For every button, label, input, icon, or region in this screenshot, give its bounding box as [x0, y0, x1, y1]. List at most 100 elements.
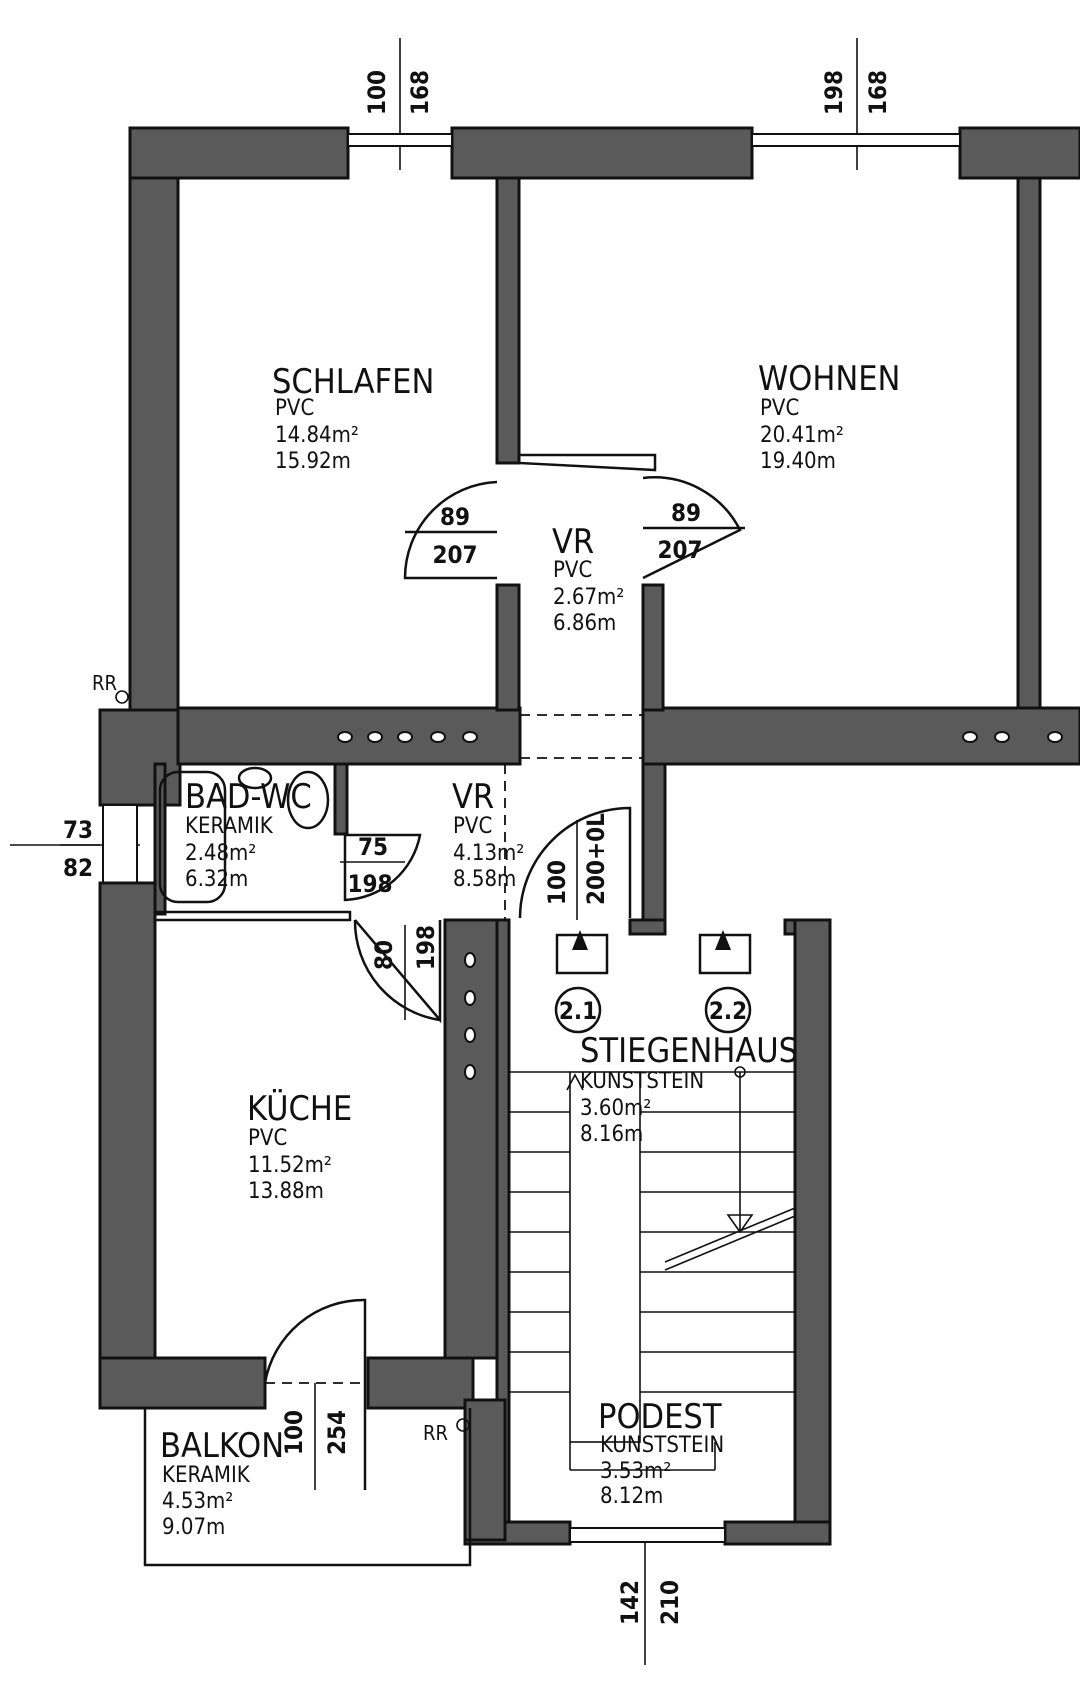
triangle-icon — [572, 930, 588, 950]
room-perimeter: 9.07m — [162, 1515, 225, 1540]
room-name: BALKON — [160, 1426, 284, 1466]
wall — [98, 708, 182, 807]
room-floor: PVC — [760, 396, 799, 421]
sink — [237, 766, 273, 790]
room-floor: PVC — [275, 396, 314, 421]
window — [347, 133, 453, 147]
balcony-outline — [143, 1408, 472, 1567]
room-area: 11.52m² — [248, 1153, 332, 1178]
room-floor: PVC — [248, 1126, 287, 1151]
wall — [98, 881, 157, 1385]
room-perimeter: 8.12m — [600, 1484, 663, 1509]
dim-label: 168 — [864, 70, 892, 115]
bathtub — [158, 770, 227, 904]
dim-label: 100 — [543, 860, 571, 905]
room-perimeter: 6.32m — [185, 867, 248, 892]
wall — [463, 1398, 507, 1542]
room-area: 3.53m² — [600, 1459, 671, 1484]
wall — [628, 918, 667, 936]
dim-label: 207 — [432, 541, 477, 569]
door-swing-schlafen — [403, 480, 498, 580]
room-name: KÜCHE — [247, 1088, 352, 1129]
room-name: VR — [452, 777, 494, 817]
room-name: SCHLAFEN — [272, 362, 434, 402]
room-area: 2.48m² — [185, 841, 256, 866]
wall — [128, 126, 350, 180]
room-perimeter: 15.92m — [275, 449, 351, 474]
wall-outline — [517, 453, 657, 472]
drain-icon — [115, 690, 129, 704]
wall — [641, 583, 665, 712]
window — [102, 804, 138, 884]
window — [569, 1527, 726, 1543]
toilet — [286, 770, 330, 830]
room-floor: KERAMIK — [162, 1463, 251, 1488]
wall-vent-dots — [337, 731, 1063, 1080]
dim-label: 89 — [671, 499, 701, 527]
room-name: BAD-WC — [185, 777, 312, 817]
room-area: 4.53m² — [162, 1489, 233, 1514]
room-name: PODEST — [598, 1397, 722, 1437]
staircase — [509, 1066, 796, 1471]
room-name: STIEGENHAUS — [580, 1031, 798, 1071]
dim-label: 100 — [363, 70, 391, 115]
dim-label: 75 — [358, 833, 388, 861]
dim-label: 200+0L — [582, 813, 610, 905]
dim-label: 168 — [406, 70, 434, 115]
dim-label: 207 — [657, 536, 702, 564]
wall — [641, 762, 667, 926]
drain-icon — [456, 1418, 470, 1432]
room-name: VR — [552, 522, 594, 562]
room-floor: PVC — [553, 558, 592, 583]
triangle-icon — [715, 930, 731, 950]
dim-label: 82 — [63, 854, 93, 882]
wall — [723, 1520, 832, 1546]
room-area: 2.67m² — [553, 585, 624, 610]
dim-label: 254 — [323, 1410, 351, 1455]
dim-label: 198 — [820, 70, 848, 115]
room-name: WOHNEN — [758, 359, 900, 399]
dim-label: 198 — [347, 870, 392, 898]
room-floor: KUNSTSTEIN — [580, 1069, 704, 1094]
room-floor: KERAMIK — [185, 814, 274, 839]
room-area: 3.60m² — [580, 1096, 651, 1121]
wall — [366, 1356, 475, 1410]
dim-label: 210 — [656, 1580, 684, 1625]
dim-label: 80 — [370, 940, 398, 970]
marker-label: 2.1 — [559, 997, 597, 1025]
wall-outline — [153, 910, 352, 922]
room-floor: KUNSTSTEIN — [600, 1433, 724, 1458]
rr-label: RR — [92, 671, 117, 695]
wall — [443, 918, 499, 1360]
door-swing-bad — [343, 833, 422, 902]
room-perimeter: 8.58m — [453, 867, 516, 892]
dim-label: 142 — [616, 1580, 644, 1625]
dim-label: 89 — [440, 503, 470, 531]
window — [751, 133, 961, 147]
marker-label: 2.2 — [709, 997, 747, 1025]
room-area: 4.13m² — [453, 841, 524, 866]
wall — [641, 706, 1080, 766]
dim-label: 100 — [280, 1410, 308, 1455]
door-swing-wohnen — [642, 476, 742, 580]
marker-circle — [554, 986, 602, 1034]
marker-circle — [704, 986, 752, 1034]
wall — [333, 762, 349, 836]
room-perimeter: 6.86m — [553, 611, 616, 636]
dim-label: 198 — [412, 925, 440, 970]
wall — [495, 583, 521, 712]
wall — [450, 126, 754, 180]
room-floor: PVC — [453, 814, 492, 839]
wall — [98, 1356, 267, 1410]
door-swing-balkon — [263, 1298, 367, 1490]
room-perimeter: 19.40m — [760, 449, 836, 474]
wall — [1016, 176, 1042, 710]
wall — [495, 176, 521, 465]
door-swing-stair — [518, 806, 632, 919]
room-area: 20.41m² — [760, 423, 844, 448]
wall — [958, 126, 1080, 180]
room-perimeter: 8.16m — [580, 1122, 643, 1147]
room-area: 14.84m² — [275, 423, 359, 448]
room-perimeter: 13.88m — [248, 1179, 324, 1204]
